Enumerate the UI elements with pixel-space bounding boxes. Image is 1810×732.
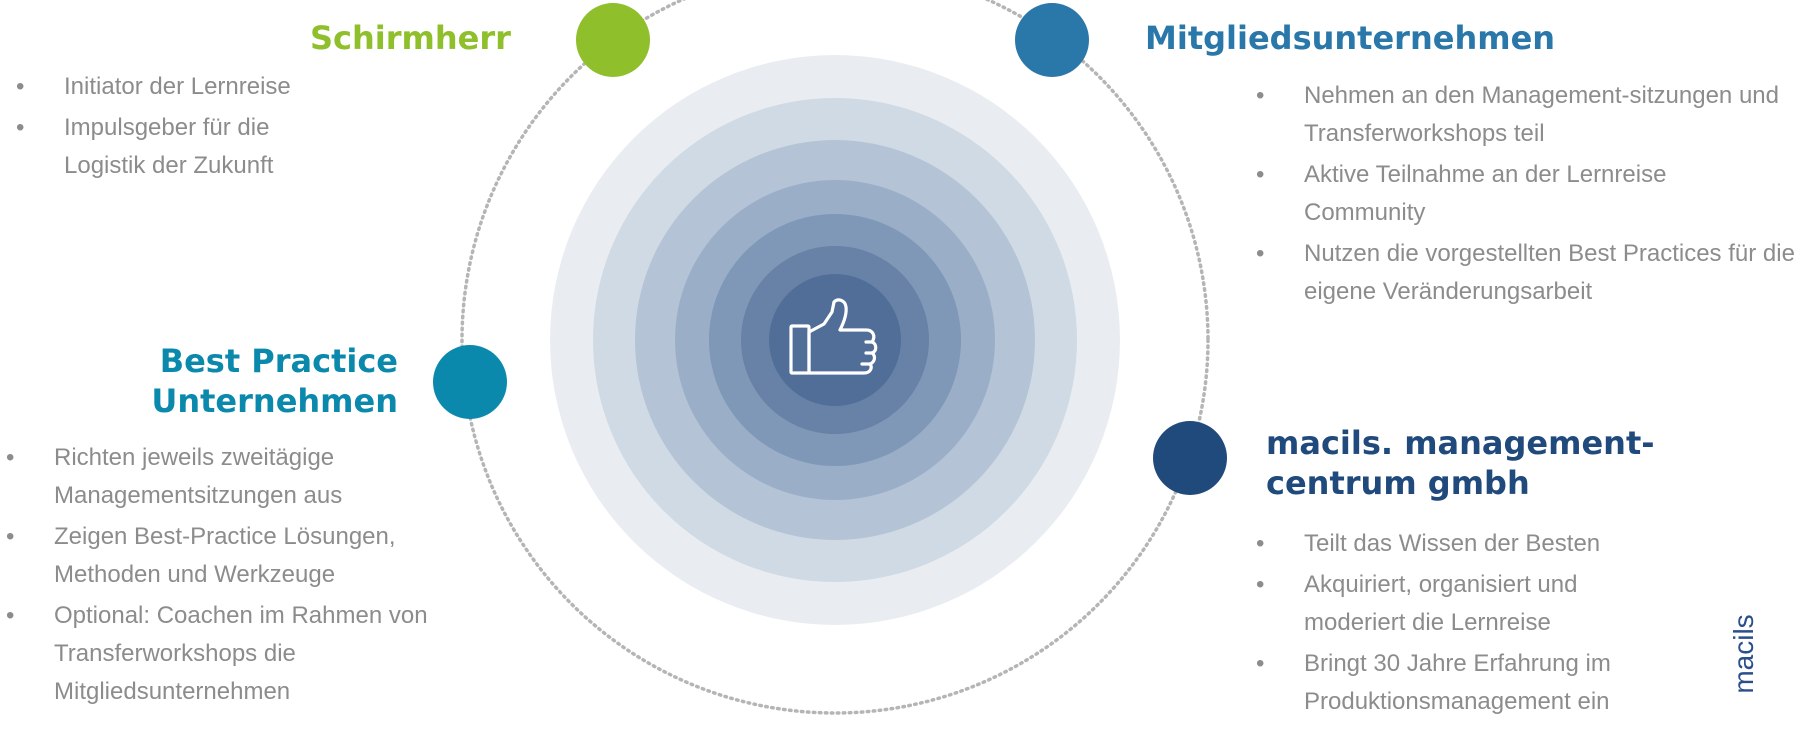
heading-best-practice-line1: Best Practice (159, 342, 398, 380)
heading-macils-line1: macils. management- (1266, 424, 1655, 462)
brand-logo: macils (1728, 614, 1759, 694)
list-item: Aktive Teilnahme an der Lernreise Commun… (1250, 156, 1754, 232)
list-item: Initiator der Lernreise (10, 68, 370, 106)
list-macils: Teilt das Wissen der Besten Akquiriert, … (1250, 525, 1710, 724)
list-item: Teilt das Wissen der Besten (1250, 525, 1710, 563)
list-schirmherr: Initiator der Lernreise Impulsgeber für … (10, 68, 370, 188)
ring-7 (769, 274, 901, 406)
heading-best-practice-line2: Unternehmen (151, 382, 398, 420)
list-item: Zeigen Best-Practice Lösungen, Methoden … (0, 518, 470, 594)
concentric-rings (550, 55, 1120, 625)
list-item: Richten jeweils zweitägige Managementsit… (0, 439, 404, 515)
heading-macils-line2: centrum gmbh (1266, 464, 1530, 502)
orbit-dotted-circle (460, 0, 1210, 715)
node-schirmherr (576, 3, 650, 77)
list-mitgliedsunternehmen: Nehmen an den Management-sitzungen und T… (1250, 77, 1805, 314)
heading-macils: macils. management- centrum gmbh (1266, 423, 1655, 503)
node-macils (1153, 421, 1227, 495)
list-item: Nutzen die vorgestellten Best Practices … (1250, 235, 1805, 311)
list-best-practice: Richten jeweils zweitägige Managementsit… (0, 439, 470, 714)
thumbs-up-icon (789, 298, 878, 375)
heading-schirmherr: Schirmherr (310, 19, 511, 57)
heading-best-practice: Best Practice Unternehmen (0, 341, 398, 421)
list-item: Optional: Coachen im Rahmen von Transfer… (0, 597, 454, 711)
list-item: Nehmen an den Management-sitzungen und T… (1250, 77, 1805, 153)
list-item: Bringt 30 Jahre Erfahrung im Produktions… (1250, 645, 1704, 721)
list-item: Akquiriert, organisiert und moderiert di… (1250, 566, 1654, 642)
list-item: Impulsgeber für die Logistik der Zukunft (10, 109, 354, 185)
node-best-practice (433, 345, 507, 419)
node-mitgliedsunternehmen (1015, 3, 1089, 77)
heading-mitgliedsunternehmen: Mitgliedsunternehmen (1145, 19, 1556, 57)
